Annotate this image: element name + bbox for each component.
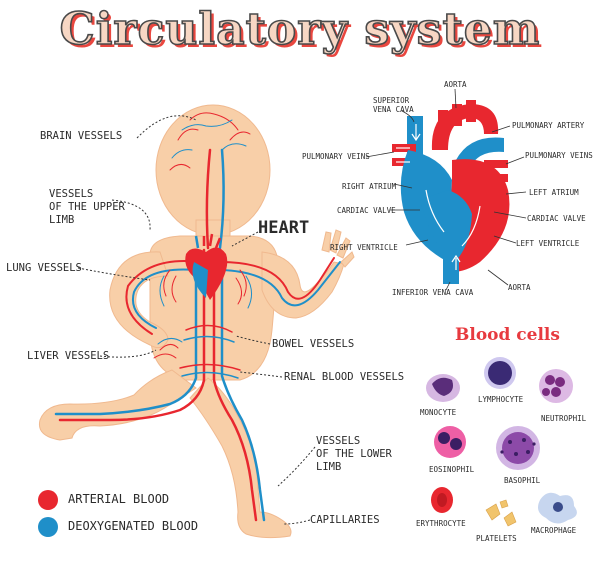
label-aorta-bottom: AORTA <box>508 283 531 292</box>
label-capillaries: CAPILLARIES <box>310 514 380 526</box>
legend-arterial-swatch <box>38 490 58 510</box>
label-platelets: PLATELETS <box>476 534 517 543</box>
neutrophil-cell <box>539 369 573 403</box>
label-upper-limb-2: OF THE UPPER <box>49 201 125 213</box>
label-left-ventricle: LEFT VENTRICLE <box>516 239 580 248</box>
label-bowel-vessels: BOWEL VESSELS <box>272 338 355 350</box>
erythrocyte-cell <box>431 487 453 513</box>
platelets-cells <box>485 499 517 527</box>
label-cardiac-valve-right: CARDIAC VALVE <box>527 214 586 223</box>
label-lower-limb-3: LIMB <box>316 461 342 473</box>
label-lower-limb-1: VESSELS <box>316 435 361 447</box>
label-renal-blood-vessels: RENAL BLOOD VESSELS <box>284 371 405 383</box>
label-lower-limb-2: OF THE LOWER <box>316 448 392 460</box>
label-right-atrium: RIGHT ATRIUM <box>342 182 397 191</box>
anatomical-heart <box>392 100 510 284</box>
label-pulmonary-veins-left: PULMONARY VEINS <box>302 152 370 161</box>
label-superior-vena-cava-2: VENA CAVA <box>373 105 414 114</box>
label-erythrocyte: ERYTHROCYTE <box>416 519 466 528</box>
label-liver-vessels: LIVER VESSELS <box>27 350 110 362</box>
legend-arterial-label: ARTERIAL BLOOD <box>68 492 170 506</box>
legend-deoxygenated-swatch <box>38 517 58 537</box>
label-eosinophil: EOSINOPHIL <box>429 465 475 474</box>
label-superior-vena-cava-1: SUPERIOR <box>373 96 410 105</box>
macrophage-cell <box>538 492 577 524</box>
body-leader-lines <box>77 115 316 525</box>
label-basophil: BASOPHIL <box>504 476 541 485</box>
inferior-vena-cava <box>443 258 459 284</box>
label-left-atrium: LEFT ATRIUM <box>529 188 579 197</box>
label-brain-vessels: BRAIN VESSELS <box>40 130 123 142</box>
basophil-cell <box>496 426 540 470</box>
eosinophil-cell <box>434 426 466 458</box>
label-pulmonary-veins-right: PULMONARY VEINS <box>525 151 593 160</box>
label-pulmonary-artery: PULMONARY ARTERY <box>512 121 585 130</box>
label-lymphocyte: LYMPHOCYTE <box>478 395 524 404</box>
blood-cell-illustrations <box>426 357 577 527</box>
label-lung-vessels: LUNG VESSELS <box>6 262 82 274</box>
body-vessels <box>54 112 341 522</box>
body-heart-icon <box>185 233 228 300</box>
label-upper-limb-1: VESSELS <box>49 188 94 200</box>
lymphocyte-cell <box>484 357 516 389</box>
label-aorta-top: AORTA <box>444 80 467 89</box>
label-inferior-vena-cava: INFERIOR VENA CAVA <box>392 288 474 297</box>
page-title: Circulatory system <box>59 3 541 56</box>
label-cardiac-valve-left: CARDIAC VALVE <box>337 206 396 215</box>
monocyte-cell <box>426 374 460 402</box>
label-heart: HEART <box>258 218 310 238</box>
heart-leader-lines <box>365 88 527 291</box>
aorta-arch <box>431 104 499 150</box>
blood-cells-title: Blood cells <box>455 325 560 345</box>
label-monocyte: MONOCYTE <box>420 408 457 417</box>
label-neutrophil: NEUTROPHIL <box>541 414 587 423</box>
label-macrophage: MACROPHAGE <box>531 526 577 535</box>
label-right-ventricle: RIGHT VENTRICLE <box>330 243 398 252</box>
legend-deoxygenated-label: DEOXYGENATED BLOOD <box>68 519 199 533</box>
label-upper-limb-3: LIMB <box>49 214 75 226</box>
